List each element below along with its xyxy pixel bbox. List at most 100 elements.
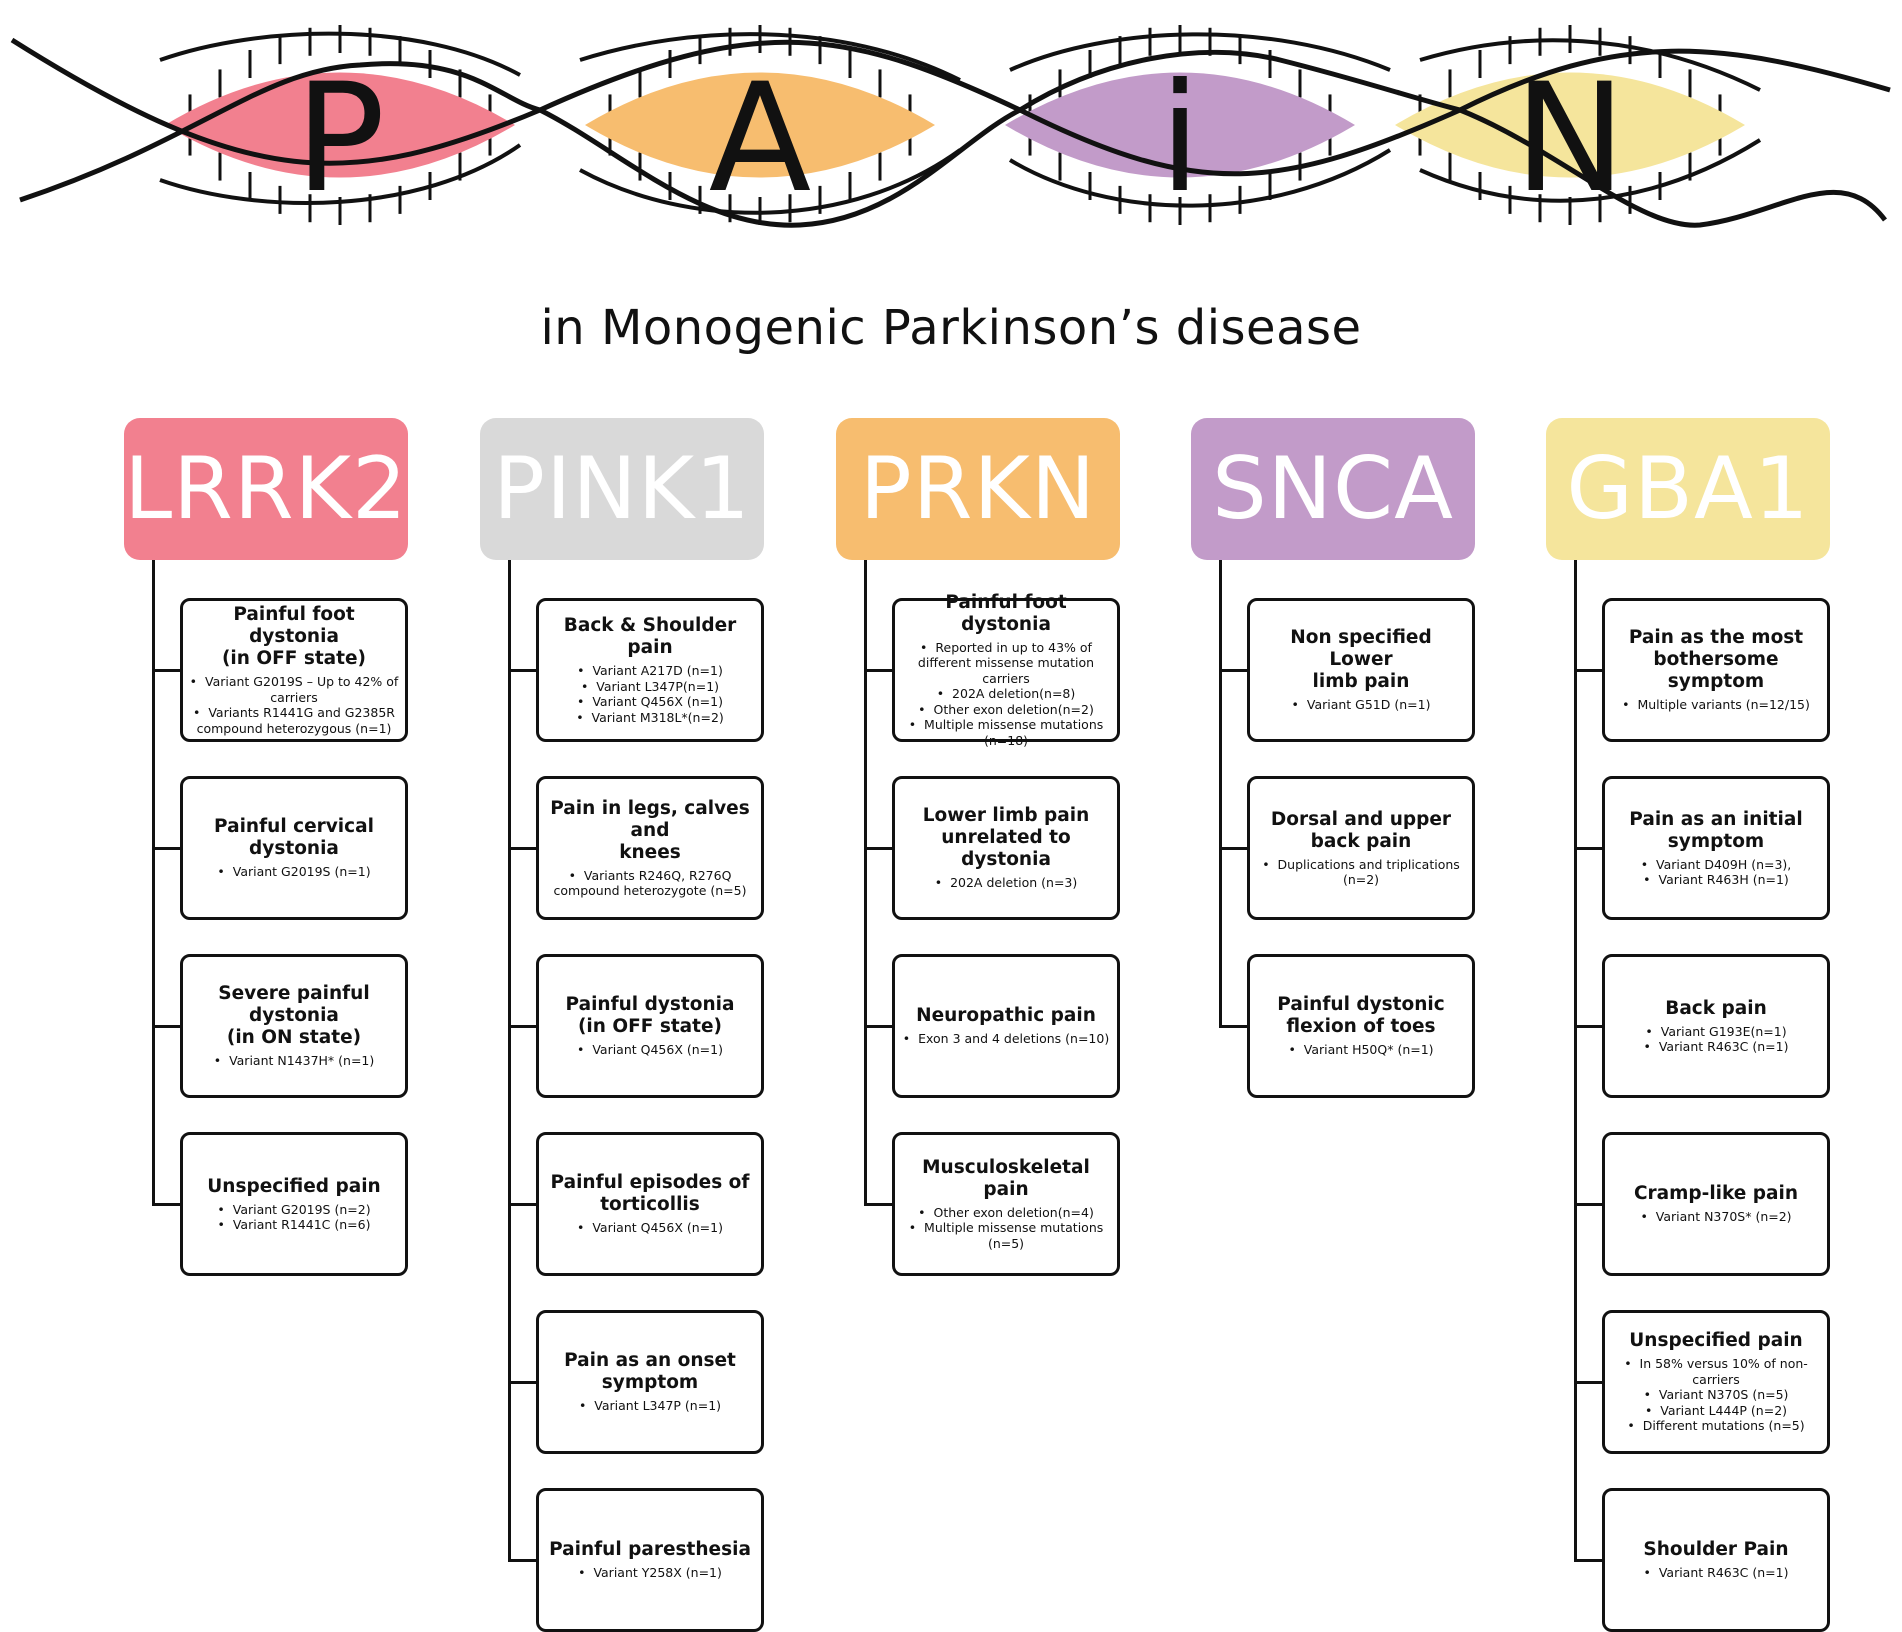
pain-card-title: Shoulder Pain (1643, 1539, 1789, 1561)
variant-item: In 58% versus 10% of non-carriers (1611, 1356, 1821, 1387)
variant-list: Variant Y258X (n=1) (578, 1565, 721, 1581)
pain-card: Shoulder PainVariant R463C (n=1) (1602, 1488, 1830, 1632)
variant-list: Variant G2019S (n=2)Variant R1441C (n=6) (217, 1202, 371, 1233)
variant-item: Duplications and triplications (n=2) (1256, 857, 1466, 888)
variant-item: Variant N370S* (n=2) (1640, 1209, 1792, 1225)
variant-list: Variant G193E(n=1)Variant R463C (n=1) (1644, 1024, 1789, 1055)
tree-trunk-line (1574, 560, 1577, 1561)
banner-letter: i (1159, 52, 1201, 226)
tree-trunk-line (152, 560, 155, 1205)
pain-card: Neuropathic painExon 3 and 4 deletions (… (892, 954, 1120, 1098)
variant-item: Variant G51D (n=1) (1292, 697, 1431, 713)
tree-trunk-line (864, 560, 867, 1205)
variant-list: Variant L347P (n=1) (579, 1398, 721, 1414)
variant-item: Variant Q456X (n=1) (577, 1220, 723, 1236)
pain-card: Severe painful dystonia (in ON state) Var… (180, 954, 408, 1098)
pain-card-title: Unspecified pain (1629, 1330, 1803, 1352)
pain-card-title: Neuropathic pain (916, 1005, 1096, 1027)
variant-item: Variant R463C (n=1) (1644, 1565, 1789, 1581)
pain-card: Painful paresthesiaVariant Y258X (n=1) (536, 1488, 764, 1632)
pain-card: Painful dystonia (in OFF state) Variant Q… (536, 954, 764, 1098)
banner-letter: A (709, 52, 812, 226)
pain-card: Pain as the most bothersome symptomMulti… (1602, 598, 1830, 742)
banner-lobe (585, 72, 935, 178)
pain-card: Pain in legs, calves and kneesVariants R… (536, 776, 764, 920)
variant-item: Reported in up to 43% of different misse… (901, 640, 1111, 687)
variant-item: Variant G2019S – Up to 42% of carriers (189, 674, 399, 705)
banner-letter: N (1514, 52, 1626, 226)
pain-card: Painful foot dystoniaReported in up to 4… (892, 592, 1120, 748)
variant-list: Variant R463C (n=1) (1644, 1565, 1789, 1581)
pain-card-title: Painful foot dystonia (in OFF state) (221, 604, 367, 669)
variant-item: Variant G2019S (n=2) (217, 1202, 371, 1218)
gene-header-lrrk2: LRRK2 (124, 418, 408, 560)
variant-list: Variant N1437H* (n=1) (214, 1053, 374, 1069)
variant-item: Multiple variants (n=12/15) (1622, 697, 1809, 713)
pain-card-title: Painful dystonic flexion of toes (1277, 994, 1445, 1038)
pain-card: Lower limb pain unrelated to dystonia202… (892, 776, 1120, 920)
gene-header-prkn: PRKN (836, 418, 1120, 560)
pain-card-title: Severe painful dystonia (in ON state) (218, 983, 370, 1049)
gene-column-prkn: PRKN Painful foot dystoniaReported in up … (836, 418, 1256, 1628)
pain-card: Cramp-like painVariant N370S* (n=2) (1602, 1132, 1830, 1276)
pain-card-title: Back pain (1665, 997, 1767, 1019)
variant-item: Exon 3 and 4 deletions (n=10) (903, 1031, 1109, 1047)
variant-item: 202A deletion (n=3) (935, 875, 1077, 891)
dna-strand-upper (10, 37, 1891, 177)
variant-item: Variant Q456X (n=1) (577, 1042, 723, 1058)
tree-trunk-line (1219, 560, 1222, 1027)
banner-lobe (1005, 72, 1355, 178)
gene-header-gba1: GBA1 (1546, 418, 1830, 560)
gene-header-pink1: PINK1 (480, 418, 764, 560)
pain-card: Non specified Lower limb painVariant G51… (1247, 598, 1475, 742)
pain-card-title: Painful episodes of torticollis (550, 1172, 750, 1216)
variant-item: Other exon deletion(n=4) (901, 1205, 1111, 1221)
variant-item: Variant A217D (n=1) (576, 663, 724, 679)
tree-trunk-line (508, 560, 511, 1561)
variant-list: Multiple variants (n=12/15) (1622, 697, 1809, 713)
variant-list: Duplications and triplications (n=2) (1256, 857, 1466, 888)
variant-item: Multiple missense mutations (n=18) (901, 717, 1111, 748)
variant-item: Variant L444P (n=2) (1611, 1403, 1821, 1419)
pain-card-title: Painful cervical dystonia (214, 816, 374, 860)
pain-card-title: Painful foot dystonia (945, 591, 1067, 635)
pain-card: Painful cervical dystoniaVariant G2019S … (180, 776, 408, 920)
pain-card-title: Painful dystonia (in OFF state) (565, 994, 735, 1038)
variant-list: Variant G2019S – Up to 42% of carriersVa… (189, 674, 399, 736)
variant-item: Variant N1437H* (n=1) (214, 1053, 374, 1069)
pain-card: Pain as an onset symptomVariant L347P (n… (536, 1310, 764, 1454)
pain-card: Pain as an initial symptomVariant D409H … (1602, 776, 1830, 920)
variant-item: Variant R463C (n=1) (1644, 1039, 1789, 1055)
variant-list: 202A deletion (n=3) (935, 875, 1077, 891)
pain-card: Back & Shoulder painVariant A217D (n=1)V… (536, 598, 764, 742)
variant-item: Variants R246Q, R276Q compound heterozyg… (545, 868, 755, 899)
variant-list: Variant Q456X (n=1) (577, 1042, 723, 1058)
pain-card: Unspecified pain In 58% versus 10% of non… (1602, 1310, 1830, 1454)
variant-item: Variant G2019S (n=1) (217, 864, 371, 880)
variant-list: Variant N370S* (n=2) (1640, 1209, 1792, 1225)
variant-item: Variant Y258X (n=1) (578, 1565, 721, 1581)
variant-item: Different mutations (n=5) (1611, 1418, 1821, 1434)
variant-list: Variant D409H (n=3),Variant R463H (n=1) (1641, 857, 1792, 888)
variant-list: Variant H50Q* (n=1) (1288, 1042, 1434, 1058)
pain-card: Painful dystonic flexion of toesVariant … (1247, 954, 1475, 1098)
banner-letter: P (295, 52, 385, 226)
pain-card-title: Dorsal and upper back pain (1270, 808, 1452, 852)
variant-item: 202A deletion(n=8) (901, 686, 1111, 702)
pain-card: Painful episodes of torticollisVariant Q… (536, 1132, 764, 1276)
gene-header-snca: SNCA (1191, 418, 1475, 560)
variant-list: Reported in up to 43% of different misse… (901, 640, 1111, 749)
diagram-subtitle: in Monogenic Parkinson’s disease (540, 300, 1362, 356)
variant-item: Variant R463H (n=1) (1641, 872, 1792, 888)
variant-item: Variant N370S (n=5) (1611, 1387, 1821, 1403)
variant-item: Variant G193E(n=1) (1644, 1024, 1789, 1040)
gene-column-snca: SNCA Non specified Lower limb painVariant… (1191, 418, 1611, 1628)
pain-card-title: Unspecified pain (207, 1175, 381, 1197)
pain-card: Dorsal and upper back painDuplications a… (1247, 776, 1475, 920)
variant-list: Variant A217D (n=1)Variant L347P(n=1)Var… (576, 663, 724, 725)
variant-list: Variants R246Q, R276Q compound heterozyg… (545, 868, 755, 899)
variant-list: In 58% versus 10% of non-carriersVariant… (1611, 1356, 1821, 1434)
